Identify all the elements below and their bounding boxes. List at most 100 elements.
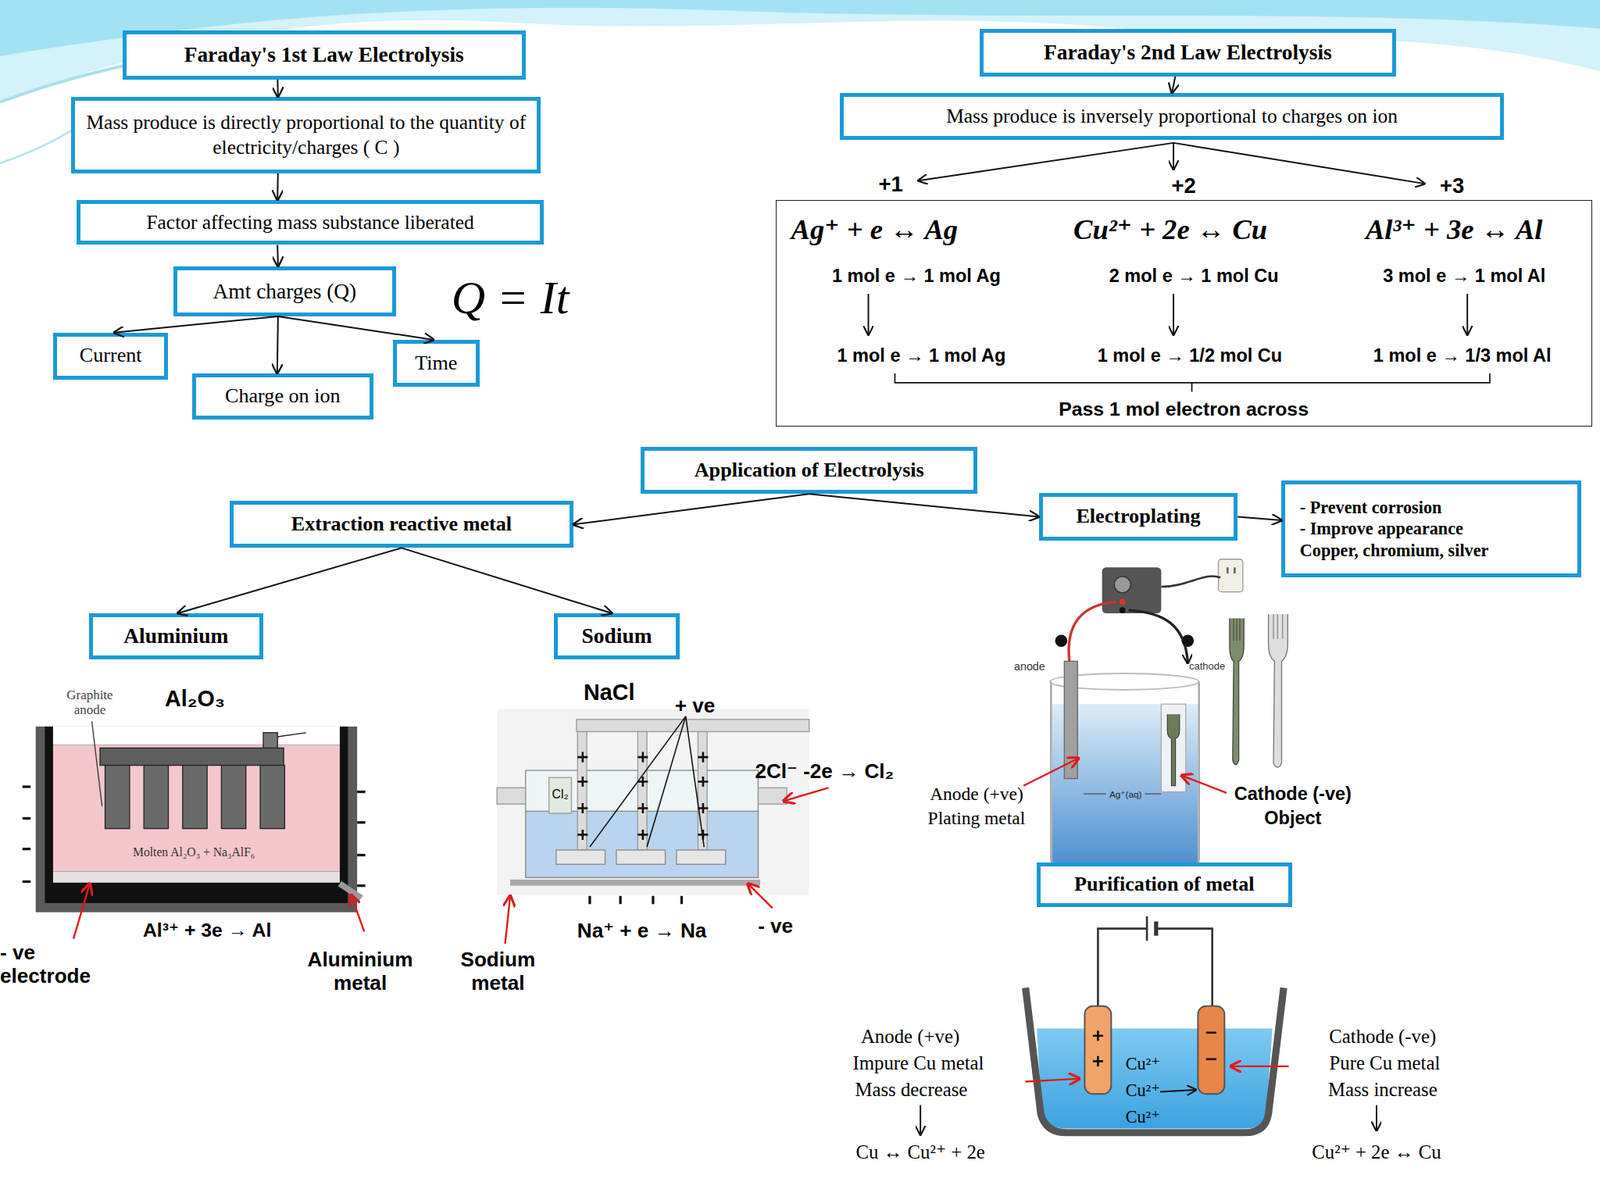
node-text: Copper, chromium, silver [1300,539,1490,562]
minus-sign [22,880,31,883]
electroplating-cell [1233,618,1240,642]
node-text: Mass produce is inversely proportional t… [946,103,1398,129]
electroplating-cell [1160,575,1221,587]
callout-text: Mass increase [1328,1078,1438,1102]
ratio-arrow [868,293,1468,335]
electroplating-cell [1160,703,1186,792]
electroplating-cell [1268,614,1289,768]
flow-arrow [401,547,612,614]
law-title: Faraday's 1st Law Electrolysis [122,30,526,80]
plus-sign [1092,1030,1104,1067]
minus-sign [22,786,366,886]
node-text: Charge on ion [225,383,340,410]
header-wave [0,0,1600,103]
node-text: Current [79,342,143,369]
part-label: Molten Al₂O₃ + Na₃AlF₆ [132,845,255,860]
aluminium-cell [53,726,340,746]
flow-arrow [114,316,279,333]
statement-box: Mass produce is directly proportional to… [71,96,541,174]
half-equation: Cu²⁺ + 2e ↔ Cu [1073,213,1268,247]
plus-sign [637,803,648,814]
bracket [894,373,1490,393]
mole-ratio: 3 mol e → 1 mol Al [1382,265,1546,287]
chemical-formula: NaCl [583,679,635,706]
flow-arrow [1171,76,1175,93]
minus-sign [651,896,654,904]
minus-sign [680,896,683,904]
sodium-cell [496,709,810,896]
callout-text: Anode (+ve) [929,784,1024,806]
half-equation: Al³⁺ + 3e → Al [142,919,272,943]
electroplating-cell [1114,576,1131,593]
aluminium-cell [22,721,366,939]
electroplating-cell [1227,567,1235,574]
minus-sign [22,817,31,820]
pointer-arrow [1025,1078,1080,1083]
node-text: Electroplating [1075,503,1200,530]
callout-text: Plating metal [928,807,1026,829]
sodium-cell [510,879,761,886]
branch-arrow [1172,142,1175,170]
sodium-cell [576,719,810,733]
header-wave [0,0,1600,164]
mole-ratio: 1 mol e → 1/2 mol Cu [1097,345,1283,367]
electroplating-cell [1229,618,1244,765]
aluminium-cell [53,744,340,872]
aluminium-cell [92,721,103,806]
part-label: cathode [1189,660,1225,672]
aluminium-cell [221,765,246,829]
sodium-cell [496,709,829,944]
bracket [894,373,1490,393]
flow-arrow [573,493,810,525]
charge-label: +1 [878,172,904,198]
leader-line [685,716,705,847]
aluminium-cell [182,765,208,829]
plus-sign [1092,1056,1104,1067]
pointer-arrow [1230,1065,1289,1068]
aluminium-cell [105,765,130,829]
pointer-arrow [1181,775,1226,793]
minus-sign [618,896,622,904]
statement-box: Mass produce is inversely proportional t… [839,92,1504,140]
mole-ratio: 2 mol e → 1 mol Cu [1109,265,1279,287]
plus-sign [577,776,588,787]
purification-cell [920,916,1377,1136]
sodium-cell [616,850,666,865]
pointer-arrow [747,883,772,908]
node-text: Faraday's 1st Law Electrolysis [184,41,465,68]
sodium-cell [676,850,726,865]
law-title: Faraday's 2nd Law Electrolysis [979,28,1397,77]
pointer-arrow [73,883,90,940]
plus-sign [577,752,588,763]
factor-box: Charge on ion [192,373,374,420]
charge-label: +2 [1171,173,1196,199]
ratio-arrow [867,293,870,335]
callout-text: Mass decrease [854,1078,968,1102]
topic-box: Electroplating [1039,492,1239,541]
flow-arrow [809,493,1040,517]
purification-cell [1025,987,1284,1133]
plus-sign [637,776,648,787]
plus-sign [697,776,708,787]
half-equation: Cu ↔ Cu²⁺ + 2e [855,1140,985,1164]
ratio-arrow [1466,293,1468,335]
electroplating-cell [1144,793,1161,795]
node-text: Sodium [582,622,653,650]
flow-arrow [277,316,279,374]
plus-sign [577,752,708,840]
flow-arrow [276,244,279,266]
node-text: - Improve appearance [1300,517,1464,540]
statement-box: Factor affecting mass substance liberate… [76,200,544,245]
factor-box: Current [53,332,169,380]
pointer-arrow [505,787,829,944]
callout-text: Pure Cu metal [1328,1052,1440,1075]
node-text: Faraday's 2nd Law Electrolysis [1043,39,1333,66]
aluminium-cell [100,747,284,765]
branch-arrow [1173,142,1425,184]
part-label: Cl₂ [552,787,569,802]
ion-label: Cu²⁺ [1125,1054,1161,1075]
sodium-cell [757,787,787,804]
callout-text: Impure Cu metal [852,1052,984,1075]
part-label: anode [1014,660,1046,674]
